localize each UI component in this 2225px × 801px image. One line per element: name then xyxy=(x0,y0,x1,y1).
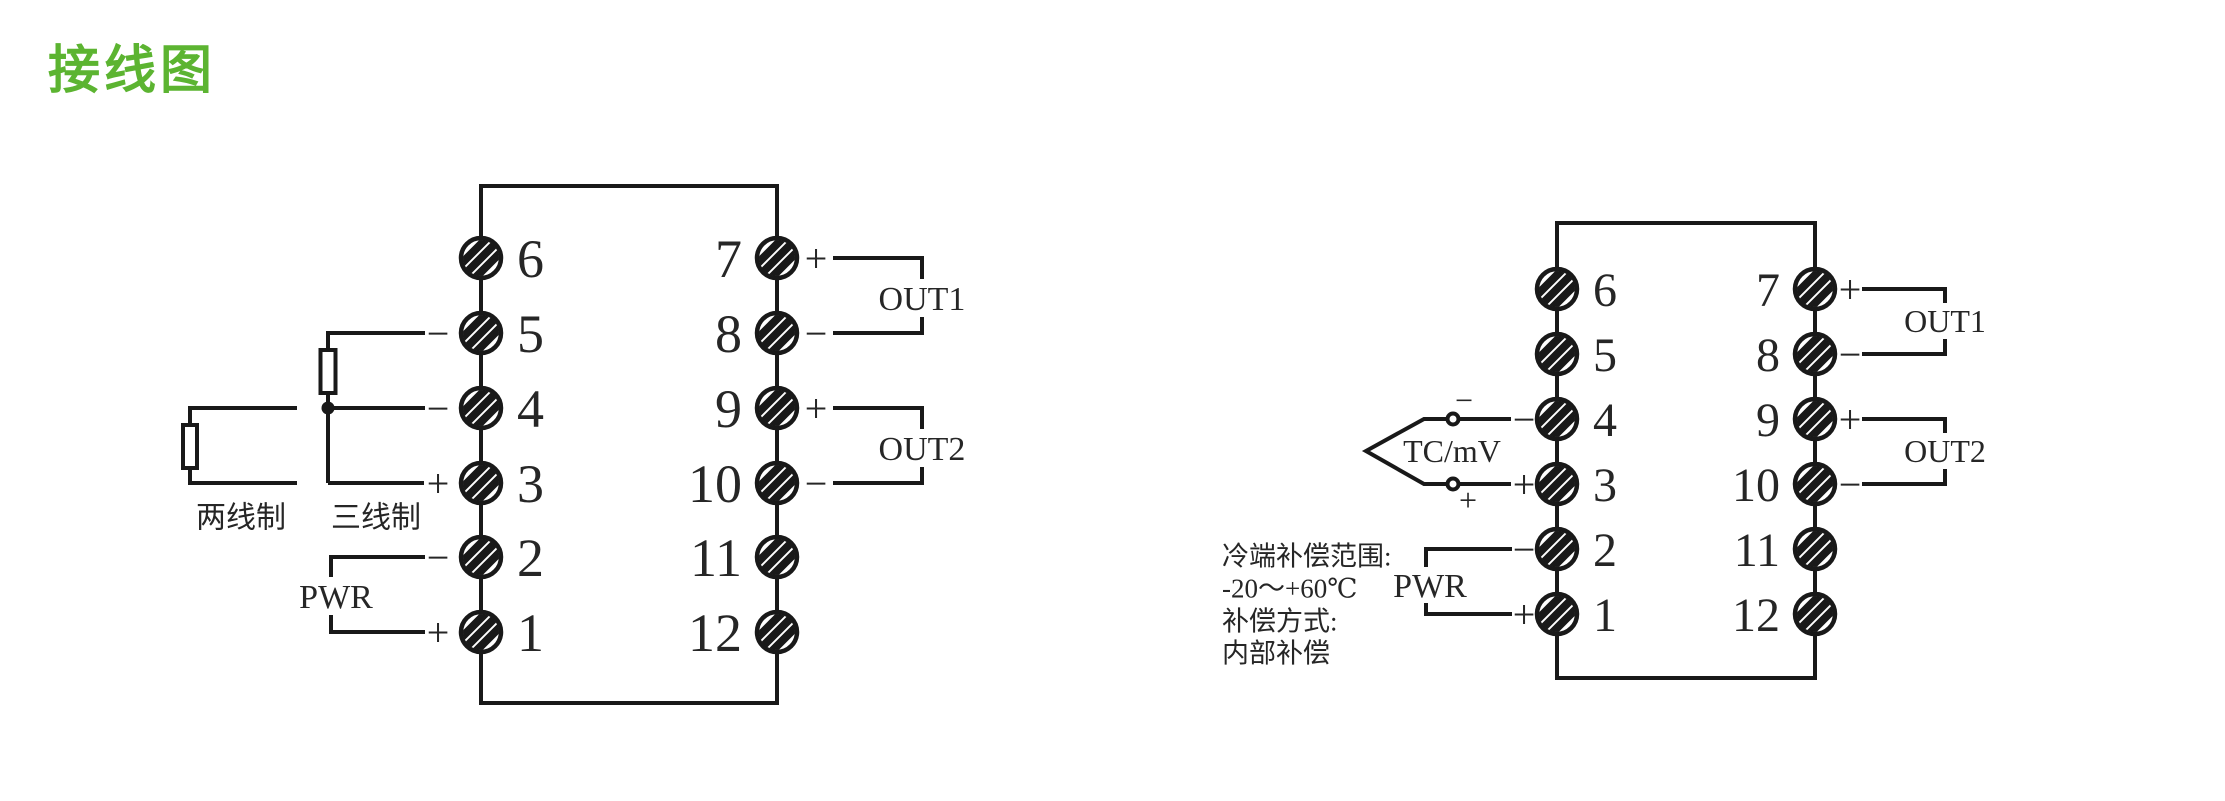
terminal-icon xyxy=(457,459,505,507)
pin-number: 3 xyxy=(517,454,544,514)
terminal-icon xyxy=(457,608,505,656)
resistor-icon xyxy=(318,348,338,395)
terminal-icon xyxy=(753,309,801,357)
pin-sign: + xyxy=(427,461,450,506)
page-title: 接线图 xyxy=(48,42,217,100)
pin-sign: − xyxy=(805,461,828,506)
pin-number: 11 xyxy=(690,528,742,588)
pin-number: 4 xyxy=(1593,394,1617,447)
terminal-icon xyxy=(457,384,505,432)
terminal-icon xyxy=(457,309,505,357)
out2-label: OUT2 xyxy=(879,431,966,468)
pin-number: 3 xyxy=(1593,459,1617,512)
pin-number: 6 xyxy=(517,229,544,289)
pin-sign: − xyxy=(805,311,828,356)
pin-number: 1 xyxy=(1593,589,1617,642)
note-line: -20～+60℃ xyxy=(1222,573,1357,603)
terminal-icon xyxy=(1533,265,1581,313)
pin-number: 1 xyxy=(517,603,544,663)
pin-sign: − xyxy=(1839,332,1862,377)
terminal-icon xyxy=(753,234,801,282)
pin-sign: − xyxy=(1839,462,1862,507)
right-module: − + TC/mV PWR OUT1 OUT2 冷端补偿范围: -20～+60℃… xyxy=(1222,221,1993,680)
right-module-terminals: 6 5 4 − 3 +2 − 1 +7 +8 − 9 +10 − 11 12 xyxy=(1513,264,1862,642)
tc-minus-sign: − xyxy=(1455,382,1473,418)
pin-number: 6 xyxy=(1593,264,1617,317)
tc-input-label: TC/mV xyxy=(1403,433,1501,469)
pin-sign: + xyxy=(805,236,828,281)
terminal-icon xyxy=(1533,460,1581,508)
two-wire-label: 两线制 xyxy=(196,502,286,535)
terminal-icon xyxy=(1533,395,1581,443)
terminal-icon xyxy=(1791,590,1839,638)
pin-sign: + xyxy=(1839,267,1862,312)
terminal-icon xyxy=(1533,590,1581,638)
pin-sign: + xyxy=(427,610,450,655)
terminal-icon xyxy=(457,533,505,581)
resistor-icon xyxy=(181,423,199,470)
terminal-icon xyxy=(1791,460,1839,508)
pin-number: 5 xyxy=(1593,329,1617,382)
terminal-icon xyxy=(1791,525,1839,573)
pin-number: 2 xyxy=(517,528,544,588)
out1-label: OUT1 xyxy=(879,281,966,318)
junction-dot xyxy=(321,401,335,415)
terminal-icon xyxy=(1791,395,1839,443)
terminal-icon xyxy=(1533,330,1581,378)
pin-number: 10 xyxy=(688,454,742,514)
cold-junction-notes: 冷端补偿范围: -20～+60℃ 补偿方式: 内部补偿 xyxy=(1222,541,1392,668)
out2-label: OUT2 xyxy=(1904,433,1986,469)
terminal-icon xyxy=(457,234,505,282)
pin-number: 8 xyxy=(715,304,742,364)
terminal-icon xyxy=(753,384,801,432)
pin-sign: + xyxy=(1513,462,1536,507)
pin-sign: − xyxy=(427,386,450,431)
pin-number: 4 xyxy=(517,379,544,439)
pwr-label: PWR xyxy=(299,579,373,616)
pin-sign: + xyxy=(1839,397,1862,442)
pin-sign: − xyxy=(427,535,450,580)
terminal-icon xyxy=(1533,525,1581,573)
pin-sign: + xyxy=(1513,592,1536,637)
left-module: 两线制 三线制 PWR OUT1 OUT2 6 5 − 4 − 3 +2 − 1 +7 +8 − 9 +1… xyxy=(181,184,970,705)
pin-number: 11 xyxy=(1734,524,1780,577)
three-wire-label: 三线制 xyxy=(331,502,421,535)
pin-number: 8 xyxy=(1756,329,1780,382)
left-module-outline xyxy=(479,184,779,705)
pwr-label: PWR xyxy=(1393,568,1467,605)
out1-label: OUT1 xyxy=(1904,303,1986,339)
two-wire-rtd-symbol xyxy=(181,406,297,485)
pin-number: 9 xyxy=(1756,394,1780,447)
pin-number: 7 xyxy=(1756,264,1780,317)
terminal-icon xyxy=(1791,330,1839,378)
terminal-icon xyxy=(1791,265,1839,313)
three-wire-rtd-symbol xyxy=(318,331,425,485)
pin-number: 5 xyxy=(517,304,544,364)
tc-minus-node xyxy=(1445,411,1461,427)
pin-sign: − xyxy=(1513,397,1536,442)
pin-number: 2 xyxy=(1593,524,1617,577)
terminal-icon xyxy=(753,608,801,656)
thermocouple-symbol: − + TC/mV xyxy=(1361,382,1511,518)
pin-number: 10 xyxy=(1732,459,1780,512)
pin-number: 7 xyxy=(715,229,742,289)
note-line: 内部补偿 xyxy=(1222,638,1330,668)
note-line: 补偿方式: xyxy=(1222,606,1338,636)
terminal-icon xyxy=(753,533,801,581)
pin-sign: − xyxy=(1513,527,1536,572)
right-module-outline xyxy=(1555,221,1817,680)
tc-plus-node xyxy=(1445,476,1461,492)
note-line: 冷端补偿范围: xyxy=(1222,541,1392,571)
pin-sign: − xyxy=(427,311,450,356)
terminal-icon xyxy=(753,459,801,507)
pin-number: 9 xyxy=(715,379,742,439)
pin-number: 12 xyxy=(688,603,742,663)
tc-plus-sign: + xyxy=(1459,482,1477,518)
pin-number: 12 xyxy=(1732,589,1780,642)
left-module-terminals: 6 5 − 4 − 3 +2 − 1 +7 +8 − 9 +10 − 11 12 xyxy=(427,229,828,663)
pin-sign: + xyxy=(805,386,828,431)
